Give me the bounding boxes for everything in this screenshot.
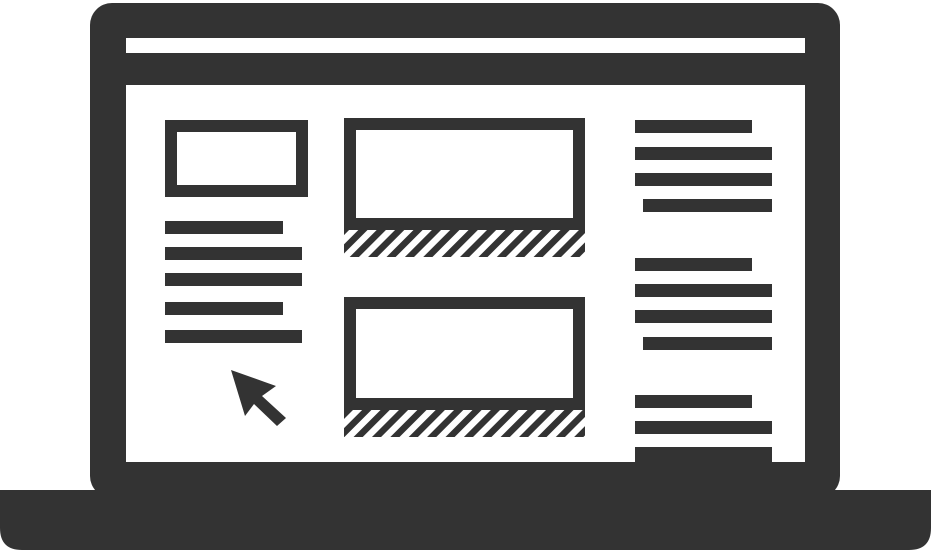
text-line [643,337,772,350]
left-column [165,120,308,426]
text-line [165,330,302,343]
browser-address-bar [126,38,805,53]
middle-column [344,118,585,437]
image-placeholder [165,120,308,197]
mouse-cursor-icon [231,370,286,426]
text-line [635,395,752,408]
text-line [635,258,752,271]
text-line [635,120,752,133]
content-card-hatch [344,410,585,437]
content-card-image [344,118,585,230]
text-line [643,199,772,212]
text-line [165,302,283,315]
text-line [165,221,283,234]
text-line [635,447,772,462]
text-line [635,310,772,323]
text-line [165,273,302,286]
right-column [635,120,772,462]
content-card-hatch [344,230,585,257]
text-line [635,147,772,160]
text-line [635,284,772,297]
content-card-image [344,297,585,410]
text-line [165,247,302,260]
text-line [635,173,772,186]
laptop-base [0,490,931,550]
text-line [635,421,772,434]
